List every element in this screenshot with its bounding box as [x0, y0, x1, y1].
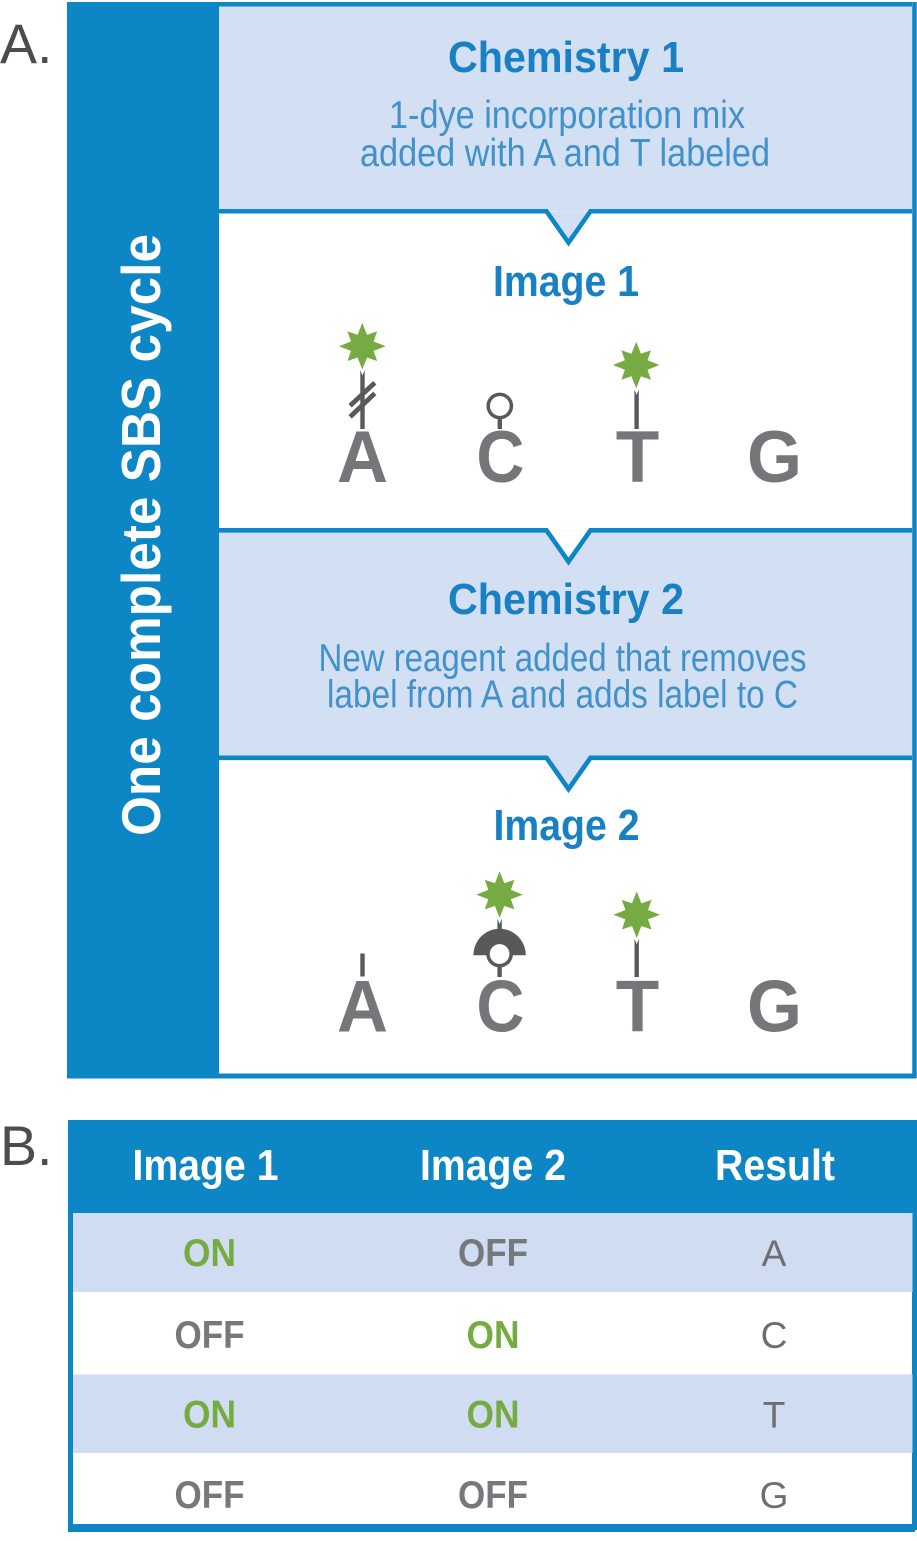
svg-text:OFF: OFF — [458, 1232, 528, 1275]
svg-text:1-dye incorporation mix: 1-dye incorporation mix — [389, 94, 745, 137]
svg-text:G: G — [747, 967, 802, 1048]
svg-text:Image 2: Image 2 — [420, 1142, 566, 1190]
svg-text:A: A — [337, 417, 388, 498]
svg-text:A.: A. — [0, 13, 52, 75]
svg-text:Image 2: Image 2 — [494, 802, 640, 850]
svg-text:T: T — [616, 417, 660, 498]
svg-text:T: T — [616, 967, 660, 1048]
svg-text:T: T — [763, 1395, 786, 1436]
svg-text:C: C — [476, 417, 524, 498]
svg-text:ON: ON — [183, 1394, 236, 1437]
svg-text:Image 1: Image 1 — [493, 258, 639, 306]
svg-text:ON: ON — [467, 1394, 520, 1437]
svg-text:A: A — [762, 1233, 787, 1274]
svg-text:G: G — [760, 1475, 789, 1516]
svg-text:C: C — [761, 1315, 788, 1356]
svg-text:OFF: OFF — [175, 1474, 245, 1517]
svg-text:Chemistry 2: Chemistry 2 — [448, 576, 684, 624]
svg-text:ON: ON — [183, 1232, 236, 1275]
svg-text:B.: B. — [0, 1115, 52, 1177]
svg-text:Chemistry 1: Chemistry 1 — [448, 34, 684, 82]
svg-text:label from A and adds label to: label from A and adds label to C — [327, 674, 798, 717]
svg-text:G: G — [747, 417, 802, 498]
svg-text:ON: ON — [467, 1314, 520, 1357]
svg-text:One complete SBS cycle: One complete SBS cycle — [110, 234, 172, 836]
svg-text:Image 1: Image 1 — [133, 1142, 279, 1190]
svg-text:OFF: OFF — [175, 1314, 245, 1357]
svg-text:added with A and T labeled: added with A and T labeled — [360, 132, 770, 175]
svg-text:Result: Result — [715, 1142, 835, 1190]
svg-text:C: C — [476, 967, 524, 1048]
svg-text:New reagent added that removes: New reagent added that removes — [319, 637, 807, 680]
svg-text:A: A — [337, 967, 388, 1048]
svg-text:OFF: OFF — [458, 1474, 528, 1517]
